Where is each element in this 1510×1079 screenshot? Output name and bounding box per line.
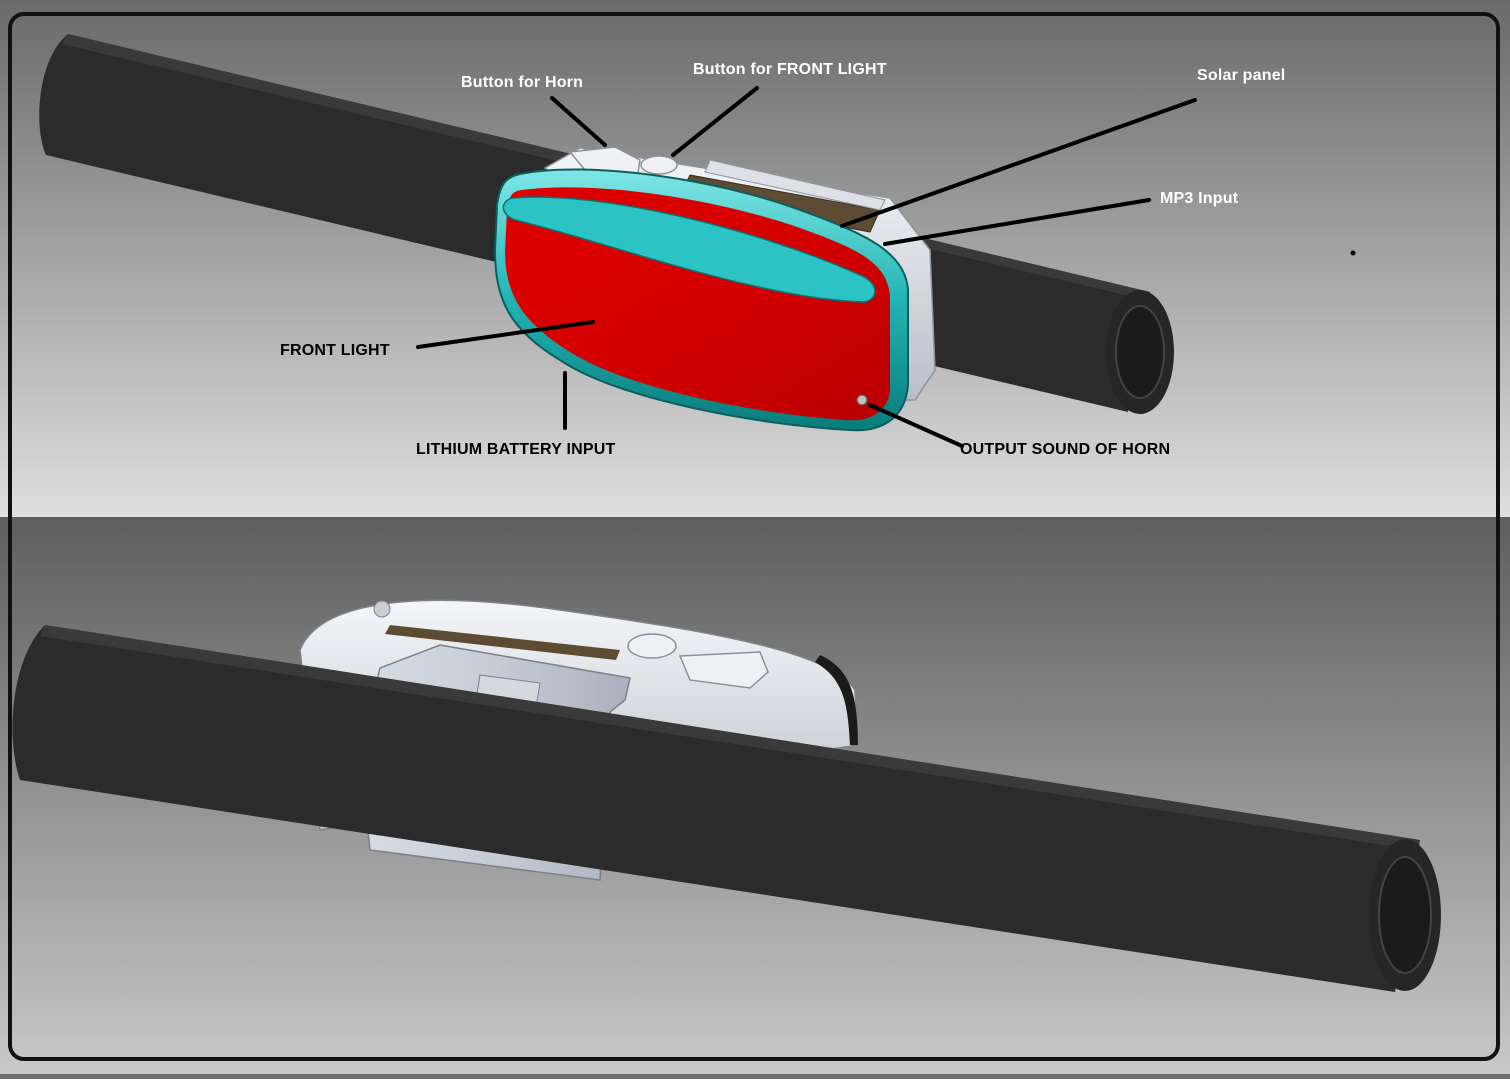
top-front-light-lens <box>505 187 890 421</box>
bottom-device-dark-rim <box>815 655 858 745</box>
leader-mp3-input <box>883 198 1151 246</box>
label-output-sound-horn: OUTPUT SOUND OF HORN <box>960 441 1171 458</box>
leader-front-light <box>416 320 595 349</box>
bottom-socket <box>373 600 391 618</box>
top-view <box>39 34 1356 432</box>
top-horn-output-hole <box>856 394 868 406</box>
top-horn-button <box>568 146 641 174</box>
bottom-light-button <box>627 633 677 659</box>
top-solar-frame <box>704 159 886 211</box>
bottom-handlebar-tube <box>12 625 1420 992</box>
bottom-solar-panel <box>385 625 620 660</box>
bottom-view <box>12 599 1441 992</box>
callout-lines <box>416 86 1197 448</box>
top-light-bar <box>502 196 876 303</box>
label-mp3-input: MP3 Input <box>1160 190 1239 207</box>
stray-dot <box>1350 250 1356 256</box>
top-light-button <box>640 155 678 175</box>
leader-button-horn <box>550 96 607 147</box>
leader-solar-panel <box>840 98 1197 228</box>
top-tube-end-inner <box>1115 305 1165 399</box>
leader-button-front-light <box>671 86 759 157</box>
bottom-tube-highlight <box>40 625 1420 850</box>
bottom-tube-end-inner <box>1378 856 1432 974</box>
label-button-horn: Button for Horn <box>461 74 584 91</box>
label-solar-panel: Solar panel <box>1197 67 1286 84</box>
label-front-light: FRONT LIGHT <box>280 342 390 359</box>
outer-frame <box>8 12 1500 1061</box>
leader-output-horn <box>868 403 964 448</box>
label-button-front-light: Button for FRONT LIGHT <box>693 61 887 78</box>
bottom-horn-button <box>678 651 769 689</box>
label-lithium-battery-input: LITHIUM BATTERY INPUT <box>416 441 616 458</box>
